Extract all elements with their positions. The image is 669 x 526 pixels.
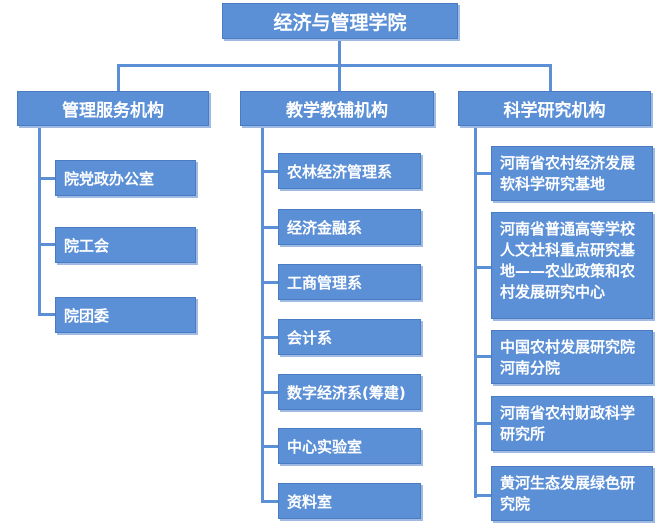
branch-3-stem-line: [549, 64, 552, 92]
org-unit-label: 河南省农村财政科学研究所: [500, 404, 636, 443]
branch-2-tick: [261, 445, 279, 448]
branch-2-tick: [261, 226, 279, 229]
branch-header-management: 管理服务机构: [17, 91, 209, 126]
org-unit-node: 河南省农村经济发展软科学研究基地: [491, 146, 653, 201]
root-stem-line: [338, 40, 341, 66]
branch-1-tick: [38, 313, 56, 316]
org-unit-node: 中心实验室: [278, 428, 421, 464]
org-unit-node: 经济金融系: [278, 209, 421, 245]
branch-header-label: 教学教辅机构: [286, 101, 388, 121]
org-unit-node: 资料室: [278, 483, 421, 519]
org-unit-node: 工商管理系: [278, 264, 421, 300]
branch-header-label: 管理服务机构: [62, 101, 164, 121]
branch-bus-line: [118, 64, 551, 67]
branch-2-trunk-line: [261, 126, 264, 500]
branch-2-tick: [261, 281, 279, 284]
branch-3-tick: [474, 494, 492, 497]
org-unit-node: 河南省普通高等学校人文社科重点研究基地——农业政策和农村发展研究中心: [491, 212, 653, 319]
org-unit-label: 河南省普通高等学校人文社科重点研究基地——农业政策和农村发展研究中心: [500, 220, 636, 301]
branch-1-tick: [38, 243, 56, 246]
root-node: 经济与管理学院: [222, 3, 458, 39]
org-unit-label: 河南省农村经济发展软科学研究基地: [500, 154, 636, 193]
org-unit-label: 经济金融系: [287, 218, 363, 237]
branch-3-tick: [474, 355, 492, 358]
branch-1-trunk-line: [38, 126, 41, 316]
branch-3-tick: [474, 266, 492, 269]
org-unit-node: 院工会: [55, 227, 196, 263]
org-unit-node: 黄河生态发展绿色研究院: [491, 466, 653, 521]
org-unit-node: 数字经济系(筹建): [278, 374, 421, 410]
org-unit-label: 工商管理系: [287, 273, 363, 292]
branch-1-stem-line: [117, 64, 120, 92]
org-unit-label: 会计系: [287, 328, 333, 347]
org-unit-label: 农林经济管理系: [287, 162, 393, 181]
branch-2-tick: [261, 500, 279, 503]
branch-header-label: 科学研究机构: [503, 101, 606, 121]
org-unit-node: 院团委: [55, 297, 196, 333]
org-unit-label: 中国农村发展研究院河南分院: [500, 338, 636, 377]
org-unit-node: 院党政办公室: [55, 160, 196, 196]
branch-header-teaching: 教学教辅机构: [240, 91, 434, 126]
branch-3-trunk-line: [474, 126, 477, 498]
branch-2-tick: [261, 391, 279, 394]
branch-header-research: 科学研究机构: [458, 91, 651, 126]
branch-2-tick: [261, 336, 279, 339]
org-unit-label: 中心实验室: [287, 437, 363, 456]
org-unit-node: 会计系: [278, 319, 421, 355]
branch-3-tick: [474, 172, 492, 175]
branch-1-tick: [38, 177, 56, 180]
org-unit-label: 黄河生态发展绿色研究院: [500, 474, 636, 513]
root-label: 经济与管理学院: [273, 11, 407, 34]
branch-2-stem-line: [338, 64, 341, 92]
org-unit-label: 数字经济系(筹建): [287, 383, 406, 402]
org-unit-node: 河南省农村财政科学研究所: [491, 396, 653, 451]
org-unit-label: 院工会: [64, 236, 110, 255]
org-unit-label: 资料室: [287, 492, 333, 511]
branch-3-tick: [474, 422, 492, 425]
org-unit-label: 院党政办公室: [64, 169, 155, 188]
branch-2-tick: [261, 170, 279, 173]
org-unit-node: 农林经济管理系: [278, 153, 421, 189]
org-unit-node: 中国农村发展研究院河南分院: [491, 330, 653, 384]
org-unit-label: 院团委: [64, 306, 110, 325]
